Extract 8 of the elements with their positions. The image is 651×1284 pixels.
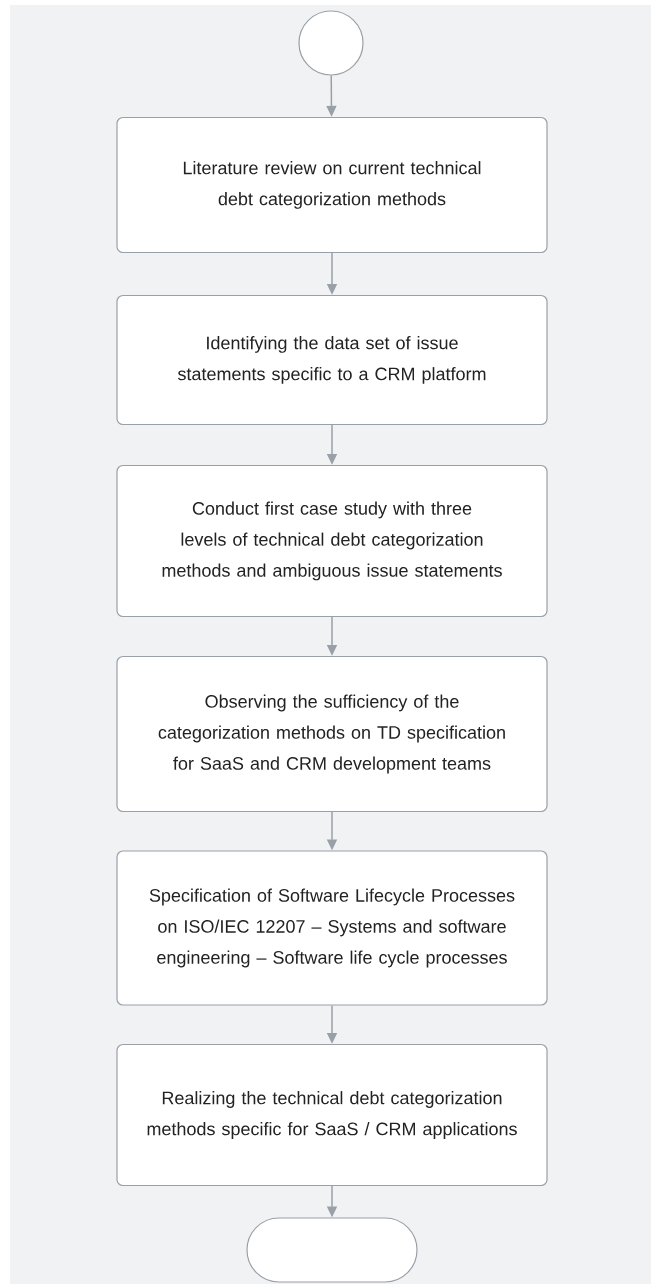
process-box: Literature review on current technical debt categorization methods	[116, 116, 548, 254]
process-box: Specification of Software Lifecycle Processes on ISO/IEC 12207 – Systems and software engineering – Software life cycle processes	[116, 850, 548, 1006]
process-box: Observing the sufficiency of the categorization methods on TD specification for SaaS and CRM development teams	[116, 655, 548, 813]
start-circle	[298, 10, 364, 76]
process-box: Realizing the technical debt categorization methods specific for SaaS / CRM applications	[116, 1043, 548, 1187]
end-terminal	[246, 1217, 418, 1283]
process-box: Conduct first case study with three levels of technical debt categorization methods and ambiguous issue statements	[116, 464, 548, 618]
process-box: Identifying the data set of issue statements specific to a CRM platform	[116, 294, 548, 426]
